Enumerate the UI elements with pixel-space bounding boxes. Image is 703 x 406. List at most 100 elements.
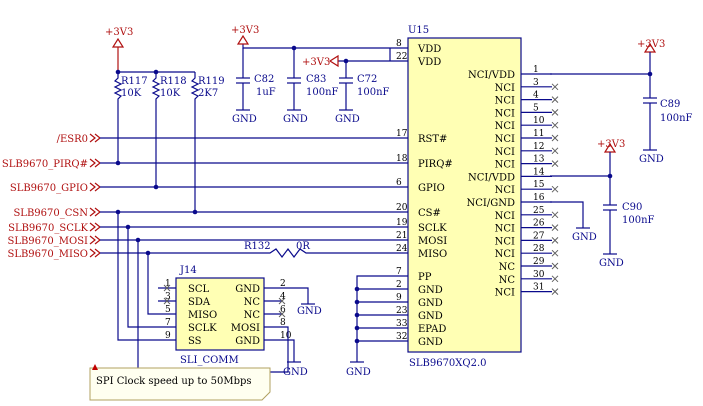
gnd-c82: GND: [232, 109, 257, 125]
pin-number: 1: [165, 279, 171, 289]
vcc-symbol-c72: +3V3: [302, 54, 339, 68]
c89: C89 100nF GND: [639, 97, 693, 165]
pin-number: 6: [280, 305, 286, 315]
c82: C82 1uF: [236, 74, 276, 110]
pin-number: 11: [533, 129, 544, 139]
r132-ref: R132: [244, 241, 271, 252]
gnd-j14-10: GND: [283, 361, 308, 378]
net-arrow: [89, 133, 101, 143]
junction-dot: [647, 71, 653, 77]
svg-text:+3V3: +3V3: [597, 139, 625, 150]
pin-name: GND: [235, 336, 260, 347]
mosi-to-j14: [137, 240, 289, 373]
svg-text:GND: GND: [283, 114, 308, 125]
r132-value: 0R: [296, 241, 310, 252]
svg-text:+3V3: +3V3: [637, 39, 665, 50]
svg-text:SLB9670_MISO: SLB9670_MISO: [7, 249, 88, 260]
pin-name: PIRQ#: [418, 159, 453, 170]
no-connect-mark: [551, 185, 559, 193]
pin-name: NCI/GND: [467, 198, 515, 209]
r117: R117 10K: [113, 72, 148, 163]
svg-text:100nF: 100nF: [622, 215, 655, 226]
pin-number: 22: [396, 52, 407, 62]
net-label: SLB9670_MOSI: [7, 235, 101, 247]
svg-text:GND: GND: [599, 258, 624, 269]
c83: C83 100nF: [287, 74, 339, 110]
pin-number: 14: [533, 167, 545, 177]
no-connect-mark: [551, 147, 559, 155]
pin-name: CS#: [418, 208, 441, 219]
pin-number: 7: [165, 318, 171, 328]
no-connect-mark: [551, 109, 559, 116]
note-text: SPI Clock speed up to 50Mbps: [96, 376, 252, 387]
note-box: SPI Clock speed up to 50Mbps: [89, 364, 271, 401]
no-connect-mark: [551, 275, 559, 283]
miso-to-j14: [147, 253, 158, 315]
pin-number: 19: [396, 218, 408, 228]
no-connect-mark: [551, 121, 559, 129]
pin-number: 10: [280, 331, 292, 341]
pin-number: 6: [396, 178, 402, 188]
svg-text:GND: GND: [572, 232, 597, 243]
pin-number: 18: [396, 154, 408, 164]
vdd-wire-8: [242, 44, 390, 49]
pin-number: 25: [533, 206, 545, 216]
pin-number: 32: [396, 332, 407, 342]
net-label: SLB9670_SCLK: [8, 222, 101, 234]
no-connect-mark: [551, 288, 559, 295]
pin-name: NC: [499, 262, 516, 273]
svg-text:SLB9670_SCLK: SLB9670_SCLK: [8, 223, 88, 234]
net-label: SLB9670_PIRQ#: [2, 158, 101, 170]
pin-name: NCI/VDD: [468, 172, 515, 183]
pin-name: EPAD: [418, 324, 446, 335]
pin-name: SDA: [188, 297, 211, 308]
junction-dot: [354, 312, 360, 318]
j14-body: [175, 277, 265, 351]
svg-text:100nF: 100nF: [660, 113, 693, 124]
pin-number: 5: [165, 305, 171, 315]
gnd-c72: GND: [335, 109, 360, 125]
no-connect-mark: [551, 160, 559, 167]
net-arrow: [89, 158, 101, 168]
pin-number: 3: [165, 292, 171, 302]
net-arrow: [89, 182, 101, 192]
net-arrow: [89, 222, 101, 232]
svg-text:GND: GND: [639, 154, 664, 165]
c72: C72 100nF: [339, 74, 390, 110]
pin-name: NCI: [495, 249, 515, 260]
u15-ref: U15: [408, 25, 429, 36]
svg-text:/ESR0: /ESR0: [57, 134, 88, 145]
pin-name: VDD: [417, 44, 441, 55]
svg-text:SLB9670_CSN: SLB9670_CSN: [13, 208, 88, 219]
ss-wire: [117, 212, 158, 341]
pin-name: NCI: [495, 185, 515, 196]
pin-number: 30: [533, 270, 545, 280]
u15-gnd-bus: [356, 275, 390, 362]
svg-text:GND: GND: [297, 306, 322, 317]
no-connect-mark: [163, 297, 171, 305]
svg-text:10K: 10K: [121, 88, 142, 99]
pin-name: GND: [418, 311, 443, 322]
r119: R119 2K7: [190, 72, 225, 212]
j14-gnd2-wire: [282, 287, 309, 304]
svg-text:GND: GND: [232, 114, 257, 125]
